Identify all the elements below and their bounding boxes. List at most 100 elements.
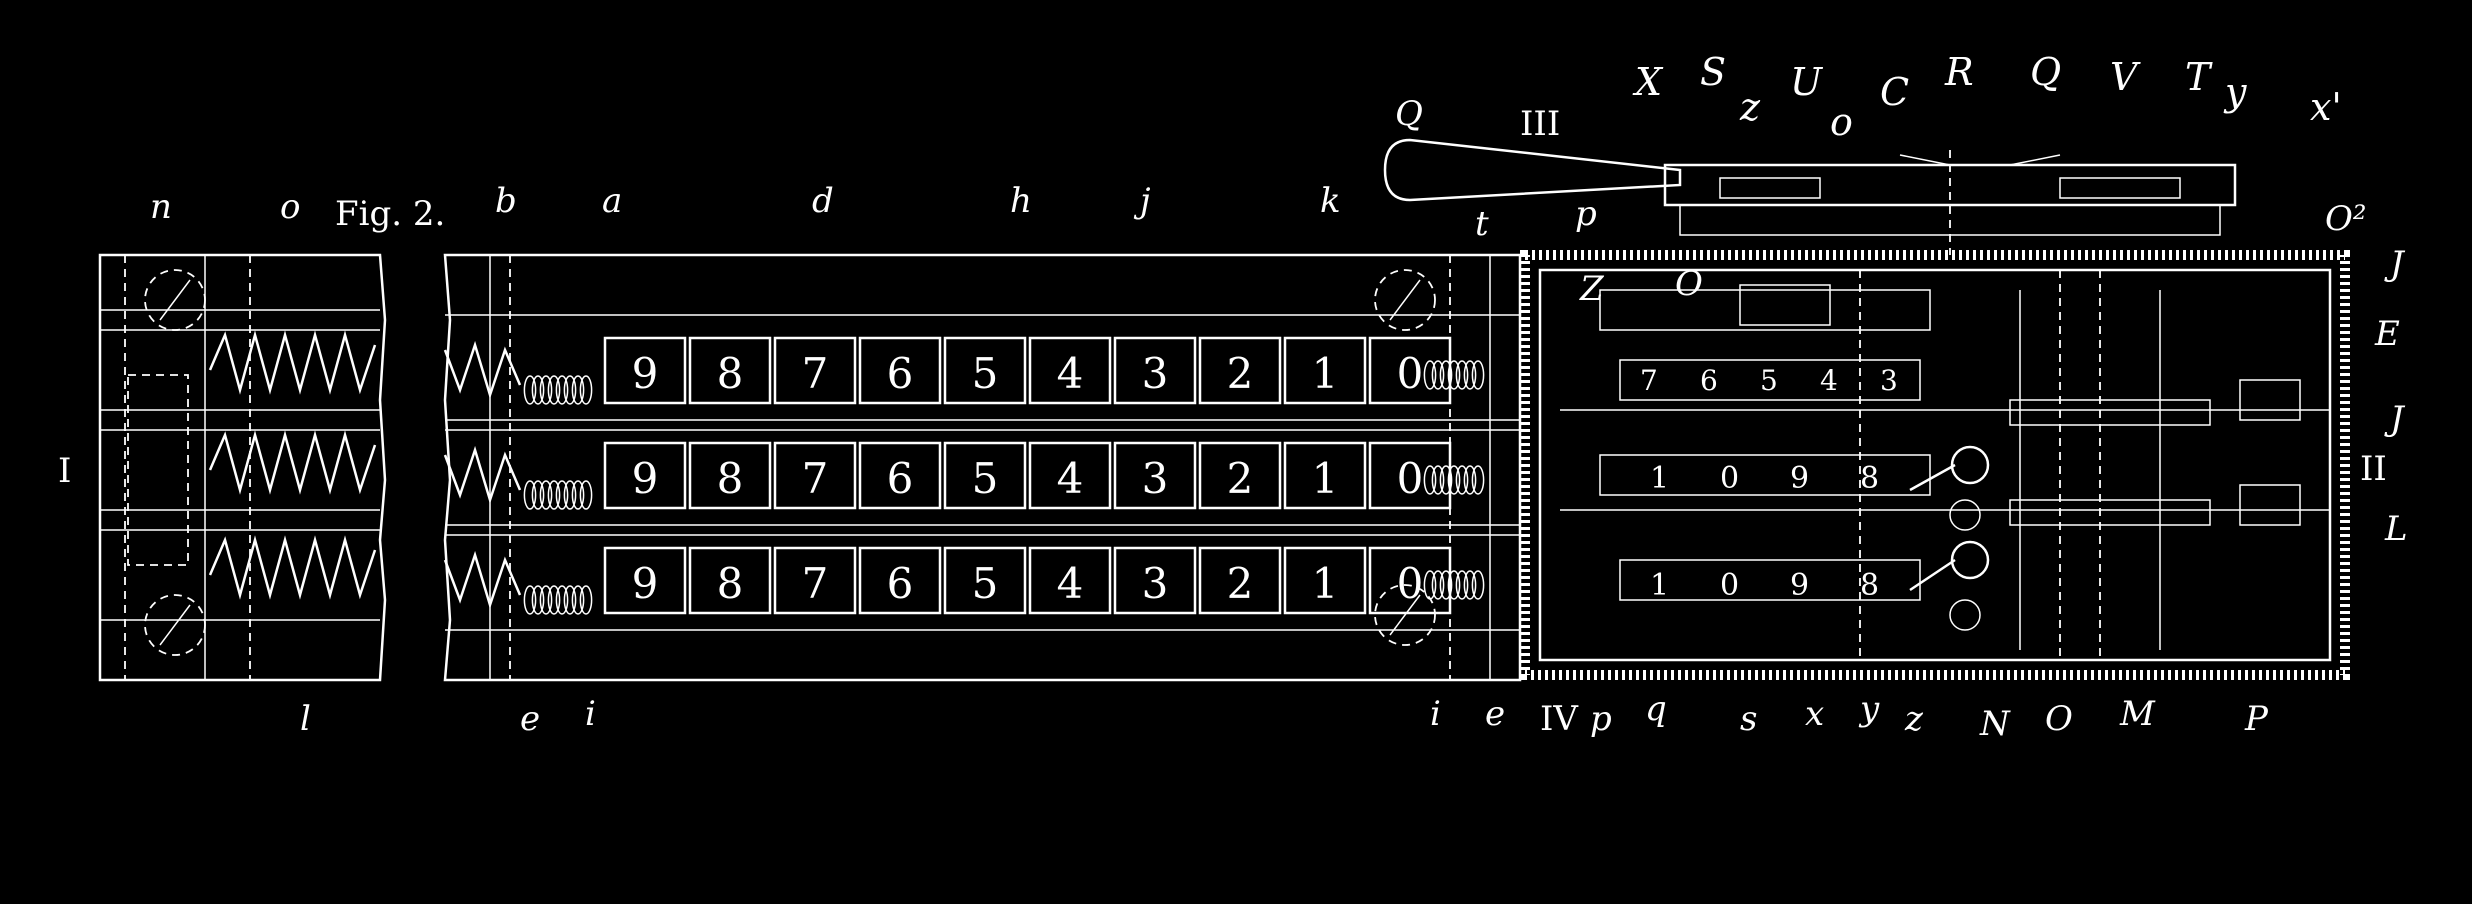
spring-coil bbox=[1423, 570, 1437, 600]
spring-coil bbox=[571, 480, 585, 510]
digit-label: 6 bbox=[887, 454, 914, 503]
inner-digit: 8 bbox=[1860, 461, 1879, 496]
spring-coil bbox=[579, 375, 593, 405]
digit-label: 4 bbox=[1057, 559, 1084, 608]
left-springs bbox=[523, 375, 593, 615]
spring-coil bbox=[555, 480, 569, 510]
digit-cell bbox=[773, 546, 857, 615]
digit-cell bbox=[1283, 336, 1367, 405]
reference-letter: z bbox=[1904, 699, 1924, 739]
digit-label: 7 bbox=[802, 454, 829, 503]
spring-coil bbox=[1439, 570, 1453, 600]
spring-coil bbox=[1431, 360, 1445, 390]
digit-cell bbox=[858, 336, 942, 405]
inner-digit: 1 bbox=[1650, 568, 1669, 603]
reference-letter: T bbox=[2185, 55, 2213, 99]
digit-label: 2 bbox=[1227, 559, 1254, 608]
spring-coil bbox=[531, 480, 545, 510]
inner-digit: 0 bbox=[1720, 568, 1739, 603]
reference-letter: O bbox=[2045, 699, 2073, 739]
spring-coil bbox=[1423, 360, 1437, 390]
reference-letter: k bbox=[1320, 181, 1341, 221]
reference-letter: Q bbox=[1395, 94, 1423, 134]
reference-letter: R bbox=[1944, 50, 1974, 94]
reference-letter: q bbox=[1645, 689, 1667, 729]
digit-label: 3 bbox=[1142, 454, 1169, 503]
inner-digit: 4 bbox=[1820, 364, 1838, 397]
reference-letter: b bbox=[495, 181, 517, 221]
spring-coil bbox=[523, 480, 537, 510]
digit-label: 7 bbox=[802, 559, 829, 608]
spring-coil bbox=[1439, 465, 1453, 495]
digit-label: 6 bbox=[887, 559, 914, 608]
spring-coil bbox=[1423, 465, 1437, 495]
digit-cell bbox=[1028, 441, 1112, 510]
spring-coil bbox=[579, 585, 593, 615]
top-mechanism bbox=[1383, 138, 2237, 326]
reference-letter: h bbox=[1010, 181, 1032, 221]
reference-letter: L bbox=[2384, 509, 2408, 549]
digit-label: 8 bbox=[717, 454, 744, 503]
reference-letter: O bbox=[1675, 264, 1703, 304]
spring-coil bbox=[547, 375, 561, 405]
figure-title: Fig. 2. bbox=[335, 194, 445, 234]
reference-letter: Q bbox=[2030, 50, 2061, 94]
reference-letter: e bbox=[520, 699, 540, 739]
digit-label: 9 bbox=[632, 559, 659, 608]
crank-handle bbox=[1383, 138, 1682, 202]
digit-cell bbox=[943, 546, 1027, 615]
section-marker: III bbox=[1520, 104, 1560, 144]
digit-cell bbox=[1113, 441, 1197, 510]
digit-cell bbox=[1028, 546, 1112, 615]
spring-coil bbox=[1455, 465, 1469, 495]
reference-letter: U bbox=[1790, 60, 1824, 104]
digit-label: 7 bbox=[802, 349, 829, 398]
reference-letter: M bbox=[2119, 694, 2156, 734]
reference-letter: E bbox=[2374, 314, 2400, 354]
spring-coil bbox=[1471, 360, 1485, 390]
reference-letter: x bbox=[1805, 694, 1824, 734]
digit-label: 3 bbox=[1142, 349, 1169, 398]
reference-letter: Z bbox=[1579, 269, 1605, 309]
spring-coil bbox=[571, 585, 585, 615]
reference-letter: N bbox=[1979, 704, 2011, 744]
spring-coil bbox=[523, 375, 537, 405]
spring-coil bbox=[579, 480, 593, 510]
spring-coil bbox=[1447, 465, 1461, 495]
digit-label: 2 bbox=[1227, 349, 1254, 398]
inner-digit: 1 bbox=[1650, 461, 1669, 496]
reference-letter: J bbox=[2384, 399, 2406, 439]
reference-letter: y bbox=[2223, 70, 2247, 114]
reference-letter: S bbox=[1700, 50, 1726, 94]
spring-coil bbox=[1471, 465, 1485, 495]
reference-letter: y bbox=[1858, 689, 1880, 729]
inner-digit: 6 bbox=[1700, 364, 1718, 397]
spring-coil bbox=[563, 375, 577, 405]
reference-letter: t bbox=[1475, 204, 1489, 244]
digit-label: 5 bbox=[972, 349, 999, 398]
spring-coil bbox=[571, 375, 585, 405]
reference-letter: s bbox=[1740, 699, 1757, 739]
digit-cell bbox=[688, 336, 772, 405]
spring-coil bbox=[1439, 360, 1453, 390]
inner-digit: 9 bbox=[1790, 568, 1809, 603]
reference-letter: J bbox=[2384, 244, 2406, 284]
reference-letter: z bbox=[1739, 85, 1761, 129]
digit-label: 9 bbox=[632, 454, 659, 503]
spring-coil bbox=[1471, 570, 1485, 600]
reference-letter: V bbox=[2110, 55, 2141, 99]
digit-label: 8 bbox=[717, 559, 744, 608]
spring-coil bbox=[539, 480, 553, 510]
reference-letter: x' bbox=[2310, 85, 2342, 129]
inner-digit: 5 bbox=[1760, 364, 1778, 397]
right-springs bbox=[1423, 360, 1485, 600]
digit-cell bbox=[1113, 336, 1197, 405]
digit-label: 1 bbox=[1312, 454, 1339, 503]
